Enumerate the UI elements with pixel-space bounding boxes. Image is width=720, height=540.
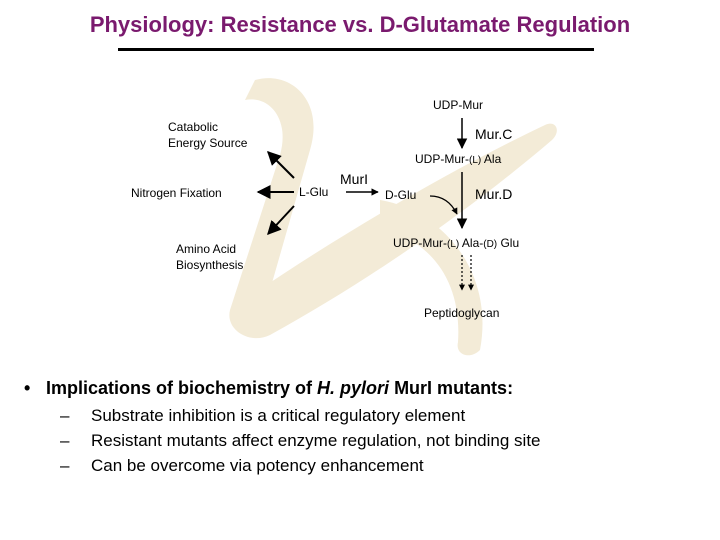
- sub-bullet-1-text: Substrate inhibition is a critical regul…: [91, 406, 465, 425]
- amino-line-2: Biosynthesis: [176, 257, 243, 273]
- dipeptide-suffix: Glu: [497, 236, 519, 250]
- catabolic-line-1: Catabolic: [168, 119, 247, 135]
- arrow-to-catabolic: [268, 152, 294, 178]
- d-glu-label: D-Glu: [385, 188, 416, 202]
- dipeptide-mid: Ala-: [459, 236, 483, 250]
- murc-enzyme-label: Mur.C: [475, 126, 512, 142]
- main-bullet: •Implications of biochemistry of H. pylo…: [24, 378, 513, 399]
- bullet-dot: •: [24, 378, 46, 399]
- sub-bullet-2-text: Resistant mutants affect enzyme regulati…: [91, 431, 541, 450]
- udp-mur-l-ala-prefix: UDP-Mur-: [415, 152, 469, 166]
- catabolic-line-2: Energy Source: [168, 135, 247, 151]
- arrow-to-amino-acid: [268, 206, 294, 234]
- dipeptide-d-stereo: (D): [483, 239, 497, 250]
- peptidoglycan-label: Peptidoglycan: [424, 306, 499, 320]
- dipeptide-l-stereo: (L): [447, 239, 459, 250]
- sub-bullet-3: –Can be overcome via potency enhancement: [60, 456, 424, 476]
- sub-bullet-3-text: Can be overcome via potency enhancement: [91, 456, 424, 475]
- amino-acid-biosynthesis-label: Amino Acid Biosynthesis: [176, 241, 243, 273]
- murd-enzyme-label: Mur.D: [475, 186, 512, 202]
- main-bullet-prefix: Implications of biochemistry of: [46, 378, 317, 398]
- arrow-d-glu-input: [430, 196, 457, 214]
- dipeptide-prefix: UDP-Mur-: [393, 236, 447, 250]
- udp-mur-label: UDP-Mur: [433, 98, 483, 112]
- l-glu-label: L-Glu: [299, 185, 328, 199]
- catabolic-energy-label: Catabolic Energy Source: [168, 119, 247, 151]
- amino-line-1: Amino Acid: [176, 241, 243, 257]
- udp-mur-l-ala-label: UDP-Mur-(L) Ala: [415, 152, 501, 166]
- nitrogen-fixation-label: Nitrogen Fixation: [131, 186, 222, 200]
- main-bullet-suffix: MurI mutants:: [389, 378, 513, 398]
- sub-bullet-2: –Resistant mutants affect enzyme regulat…: [60, 431, 541, 451]
- udp-mur-l-ala-suffix: Ala: [481, 152, 501, 166]
- dash-1: –: [60, 406, 91, 426]
- main-bullet-species: H. pylori: [317, 378, 389, 398]
- l-stereo-label: (L): [469, 155, 481, 166]
- dash-2: –: [60, 431, 91, 451]
- udp-mur-l-ala-d-glu-label: UDP-Mur-(L) Ala-(D) Glu: [393, 236, 519, 250]
- muri-enzyme-label: MurI: [340, 171, 368, 187]
- dash-3: –: [60, 456, 91, 476]
- sub-bullet-1: –Substrate inhibition is a critical regu…: [60, 406, 465, 426]
